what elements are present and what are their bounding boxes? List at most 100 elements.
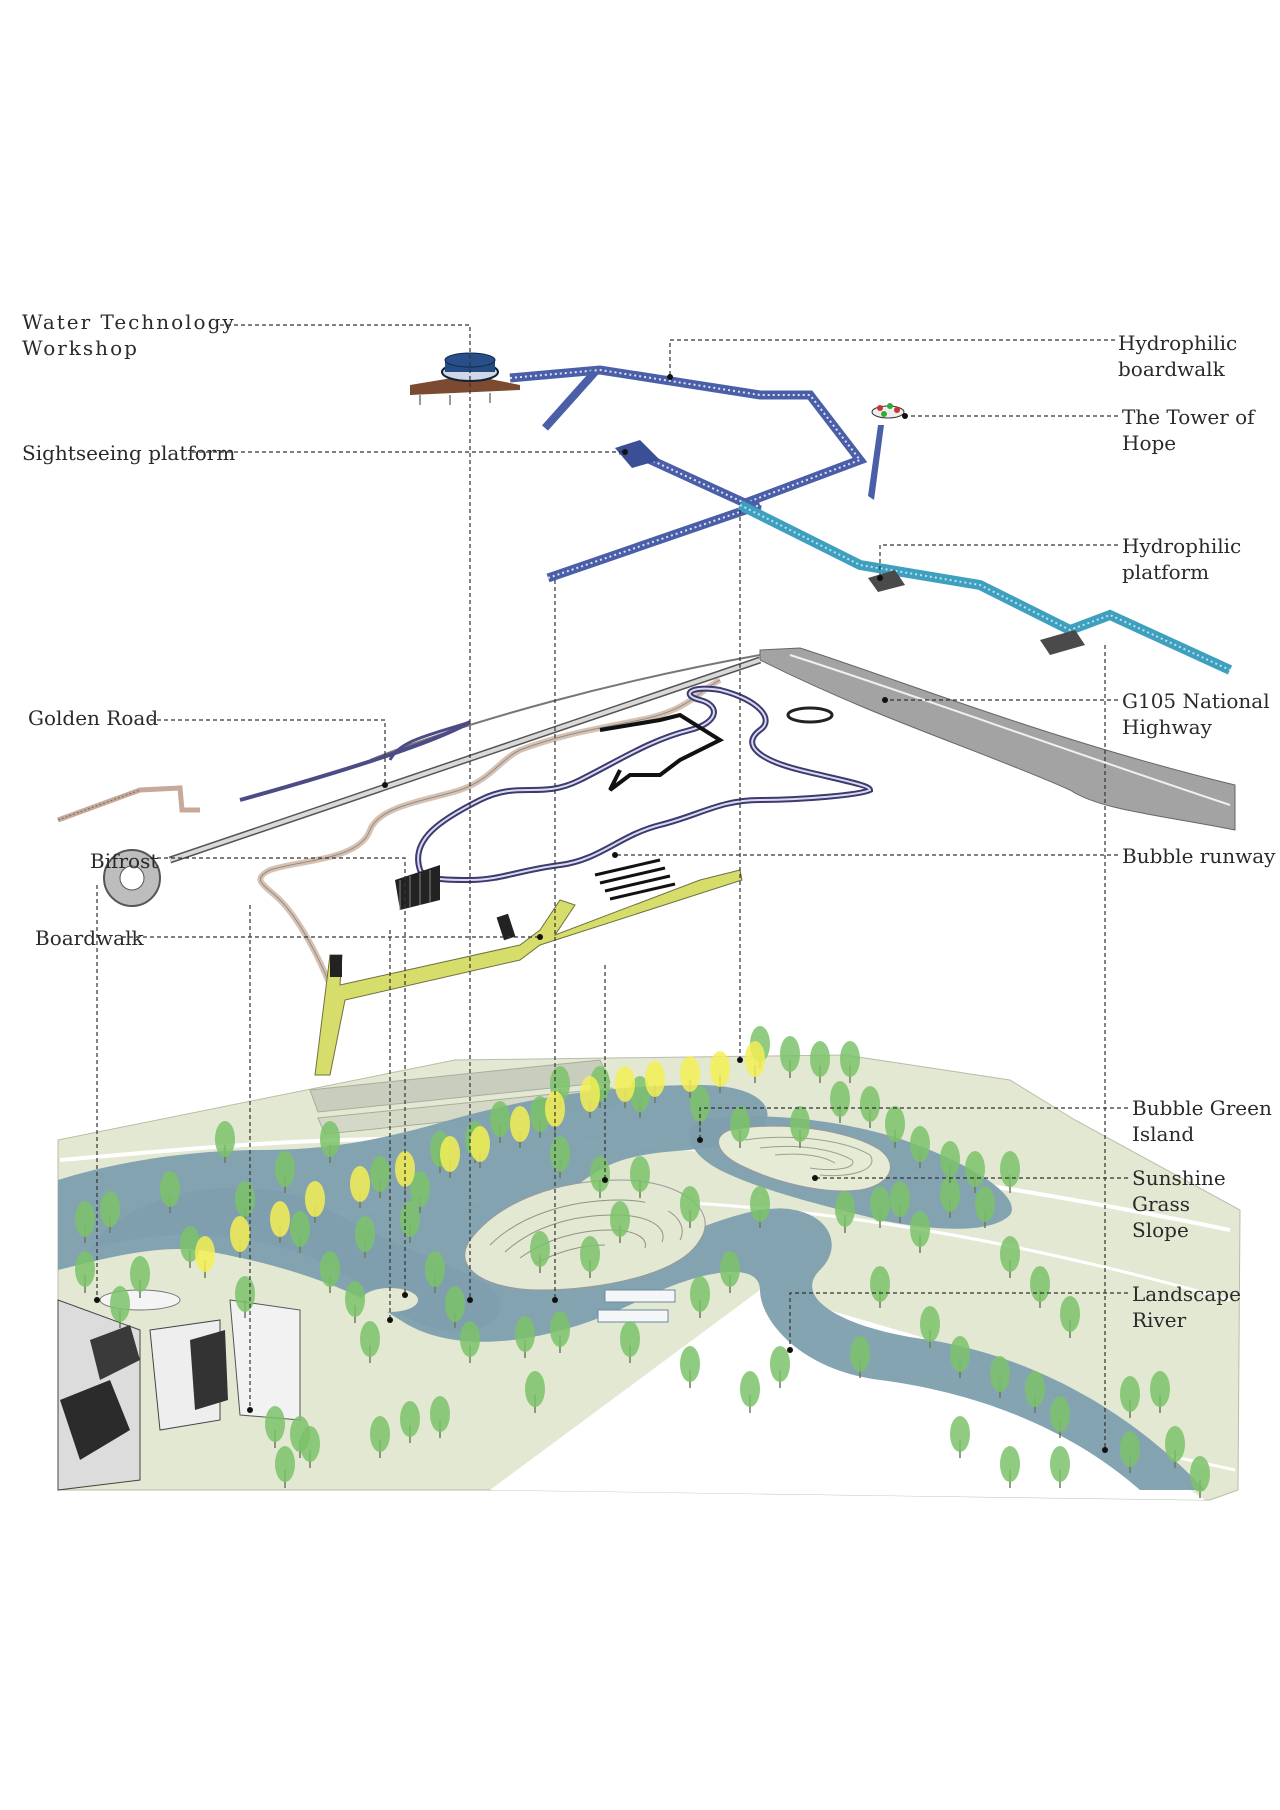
leader-dot [737, 1057, 743, 1063]
river-islet [644, 1198, 676, 1212]
building-block [229, 1299, 301, 1421]
tree-icon [770, 1346, 790, 1388]
leader-bifrost [150, 857, 406, 1295]
sunshine-grass-slope [464, 1179, 706, 1291]
left-pier [57, 789, 141, 821]
label-g105-national-highway: G105 National Highway [1122, 689, 1270, 739]
tree-icon [530, 1096, 550, 1138]
hydrophilic-boardwalk [509, 365, 868, 510]
tree-icon [680, 1186, 700, 1228]
tree-icon [275, 1446, 295, 1488]
leader-dot [787, 1347, 793, 1353]
long-diagonal-road [169, 658, 761, 862]
water-technology-workshop [410, 352, 520, 405]
black-boardwalk [599, 712, 725, 792]
tree-icon [975, 1186, 995, 1228]
leader-dot [537, 934, 543, 940]
leader-lines [94, 324, 1128, 1453]
leader-golden-road [150, 719, 386, 785]
label-hydrophilic-boardwalk: Hydrophilic boardwalk [1118, 331, 1238, 381]
landscape-river [58, 1085, 1205, 1490]
label-boardwalk: Boardwalk [35, 926, 144, 950]
tree-icon [630, 1076, 650, 1118]
tree-icon [425, 1251, 445, 1293]
terrace-strip [309, 1059, 611, 1113]
leader-dot [402, 1292, 408, 1298]
label-bubble-green-island: Bubble Green Island [1132, 1096, 1272, 1146]
tree-icon [430, 1396, 450, 1438]
tree-icon [100, 1191, 120, 1233]
leader-dot [697, 1137, 703, 1143]
river-islet [312, 1297, 348, 1313]
label-bubble-runway: Bubble runway [1122, 844, 1276, 868]
tree-icon [1050, 1396, 1070, 1438]
tree-icon [1190, 1456, 1210, 1498]
tree-icon [850, 1336, 870, 1378]
tree-icon [530, 1231, 550, 1273]
leader-dot [94, 1297, 100, 1303]
leader-dot [612, 852, 618, 858]
river-pier [597, 1309, 669, 1323]
tree-icon [290, 1211, 310, 1253]
golden-road-path [259, 679, 721, 986]
leader-dot [812, 1175, 818, 1181]
tree-icon [740, 1371, 760, 1413]
tree-icon [870, 1186, 890, 1228]
label-sunshine-grass-slope: Sunshine Grass Slope [1132, 1166, 1226, 1242]
tree-icon [910, 1126, 930, 1168]
tree-icon [320, 1121, 340, 1163]
tree-icon [300, 1426, 320, 1468]
tree-icon [950, 1416, 970, 1458]
tree-icon [990, 1356, 1010, 1398]
label-landscape-river: Landscape River [1132, 1282, 1241, 1332]
tree-icon [1165, 1426, 1185, 1468]
tree-icon [610, 1201, 630, 1243]
hydrophilic-boardwalk-rail [509, 368, 862, 506]
yellow-boardwalk-node [496, 913, 516, 941]
lit-tree-icon [615, 1066, 635, 1108]
teal-boardwalk-rail [739, 504, 1231, 671]
tree-icon [75, 1201, 95, 1243]
building-block [60, 1380, 130, 1460]
tree-canopy-group [75, 1026, 1210, 1498]
leader-dot [602, 1177, 608, 1183]
lit-tree-icon [195, 1236, 215, 1278]
left-pier [57, 785, 200, 823]
building-block [90, 1325, 140, 1380]
tree-icon [910, 1211, 930, 1253]
tree-icon [1150, 1371, 1170, 1413]
tree-icon [130, 1256, 150, 1298]
tree-icon [460, 1321, 480, 1363]
tree-icon [345, 1281, 365, 1323]
tree-icon [810, 1041, 830, 1083]
tree-icon [1050, 1446, 1070, 1488]
tree-icon [620, 1321, 640, 1363]
label-bifrost: Bifrost [90, 849, 159, 873]
yellow-boardwalk-node [330, 955, 342, 977]
tree-icon [550, 1311, 570, 1353]
tree-icon [160, 1171, 180, 1213]
lit-tree-icon [510, 1106, 530, 1148]
leader-water-technology-workshop [220, 324, 471, 1300]
island-contours [744, 1136, 873, 1177]
leader-dot [467, 1297, 473, 1303]
tree-icon [885, 1106, 905, 1148]
leader-dot [902, 413, 908, 419]
lit-tree-icon [350, 1166, 370, 1208]
tree-icon [750, 1186, 770, 1228]
tree-icon [355, 1216, 375, 1258]
tree-icon [370, 1416, 390, 1458]
tree-icon [860, 1086, 880, 1128]
label-hydrophilic-platform: Hydrophilic platform [1122, 534, 1242, 584]
tree-icon [180, 1226, 200, 1268]
bubble-runway [417, 687, 872, 882]
hydrophilic-platform-deck [1040, 630, 1085, 655]
tree-icon [410, 1171, 430, 1213]
boardwalk-spur [542, 369, 598, 431]
leader-dot [882, 697, 888, 703]
bubble-runway-node [786, 706, 834, 724]
label-water-technology-workshop: Water Technology Workshop [22, 310, 236, 360]
tower-of-hope [868, 403, 905, 500]
